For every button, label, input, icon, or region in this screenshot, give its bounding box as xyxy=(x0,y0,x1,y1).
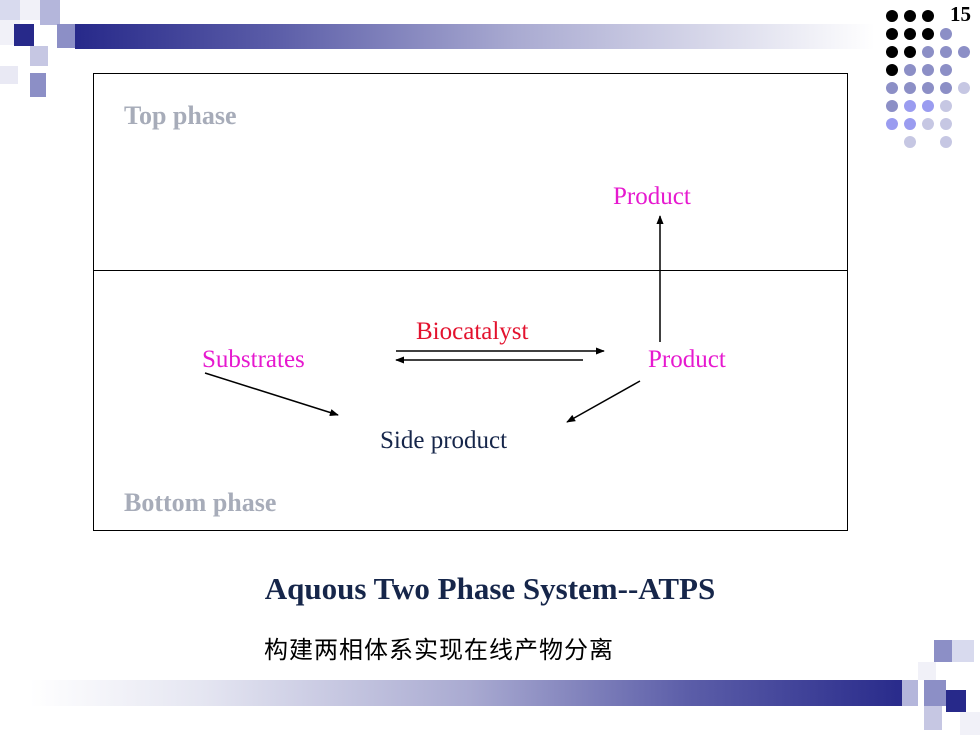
bottom-phase-label: Bottom phase xyxy=(124,488,277,517)
product-bottom-label: Product xyxy=(648,346,726,373)
corner-decoration-top-left xyxy=(0,0,80,100)
substrates-label: Substrates xyxy=(202,346,305,373)
corner-decoration-bottom-right xyxy=(880,635,980,735)
slide-title: Aquous Two Phase System--ATPS xyxy=(264,571,716,606)
slide-subtitle: 构建两相体系实现在线产物分离 xyxy=(264,636,614,664)
diagram-box xyxy=(93,73,848,531)
arrow-product-to-side xyxy=(566,380,641,423)
phase-boundary-line xyxy=(93,270,848,271)
arrow-substrates-to-side xyxy=(204,372,339,416)
footer-gradient-bar xyxy=(30,680,910,706)
dot-grid-decoration xyxy=(886,10,970,148)
top-phase-label: Top phase xyxy=(124,101,237,130)
biocatalyst-label: Biocatalyst xyxy=(416,318,529,345)
header-gradient-bar xyxy=(75,24,875,49)
product-top-label: Product xyxy=(613,183,691,210)
side-product-label: Side product xyxy=(380,427,508,454)
page-number: 15 xyxy=(950,2,971,26)
